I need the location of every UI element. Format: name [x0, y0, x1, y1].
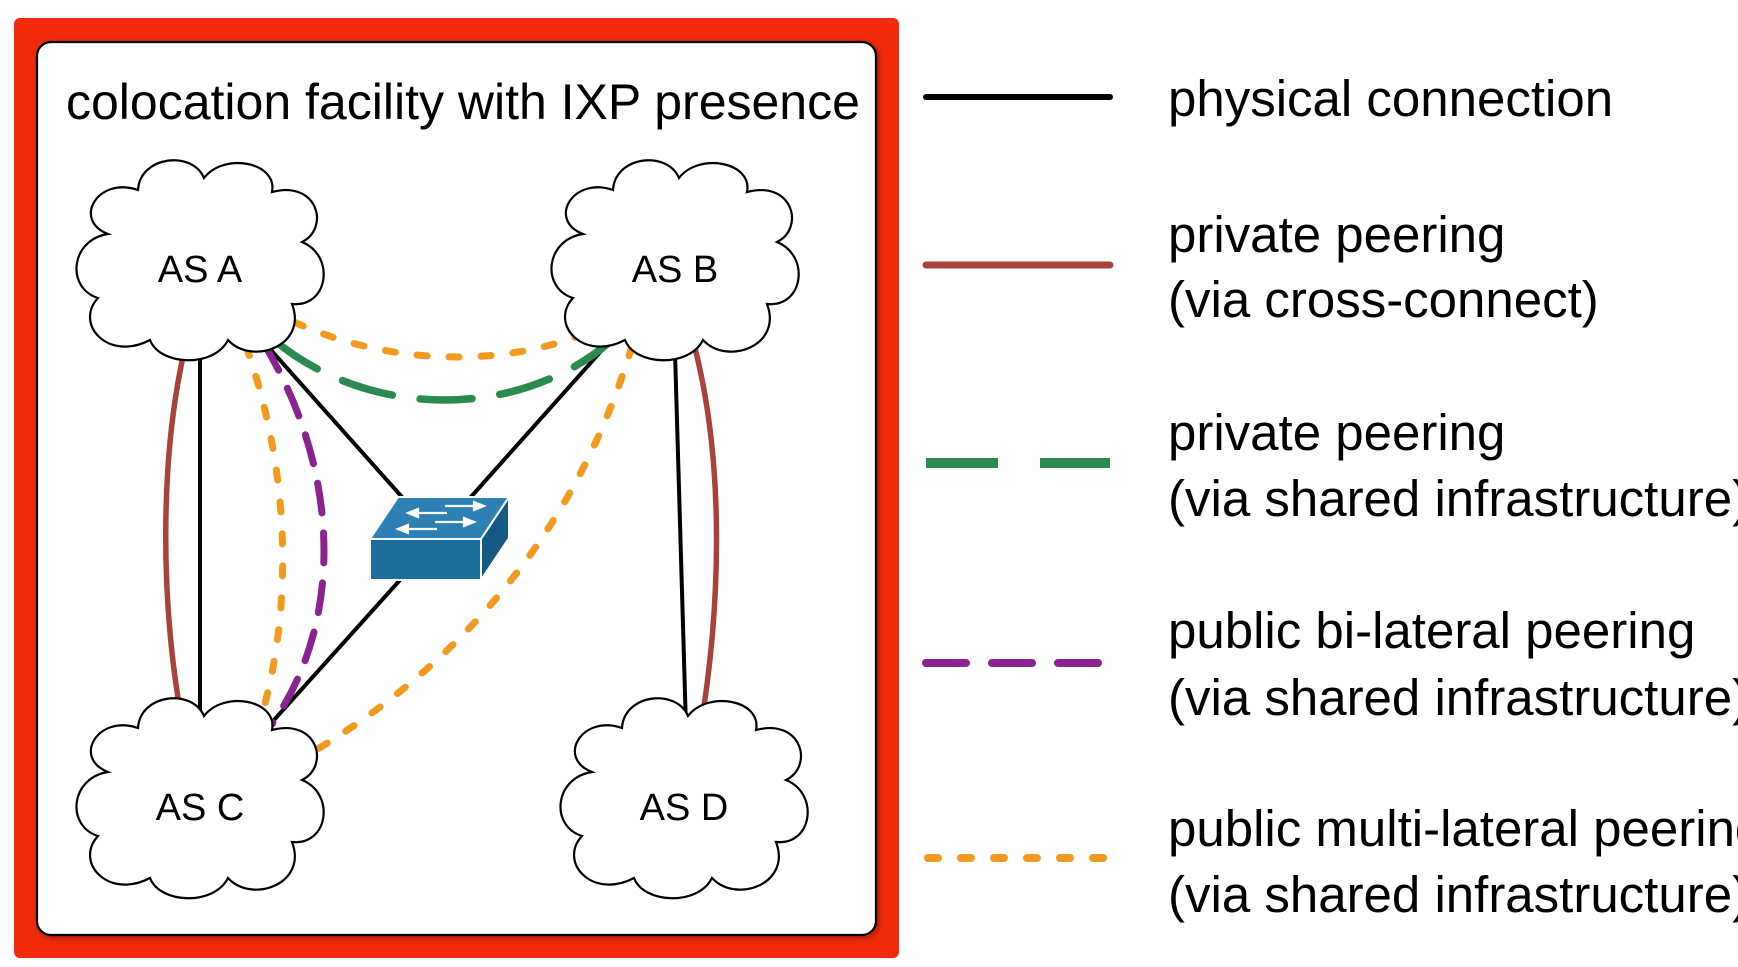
multilateral-b-c	[302, 342, 636, 760]
legend-label-cross-connect: private peering	[1168, 206, 1505, 263]
private-shared-a-b	[270, 336, 616, 404]
multilateral-a-c	[242, 342, 287, 732]
physical-link-b-switch	[468, 338, 613, 500]
node-label-as-c: AS C	[156, 787, 245, 829]
cross-connect-a-c	[163, 349, 187, 725]
legend-sublabel-public-multilateral: (via shared infrastructure)	[1168, 866, 1738, 923]
public-bilateral-a-c	[260, 340, 328, 728]
node-as-b: AS B	[550, 159, 800, 362]
legend-label-private-shared: private peering	[1168, 404, 1505, 461]
node-label-as-b: AS B	[632, 249, 719, 291]
legend-label-public-bilateral: public bi-lateral peering	[1168, 602, 1695, 659]
node-as-c: AS C	[75, 697, 325, 900]
physical-link-b-d	[673, 351, 688, 729]
physical-link-a-switch	[260, 338, 412, 508]
legend-label-physical: physical connection	[1168, 70, 1613, 127]
node-label-as-a: AS A	[158, 249, 243, 291]
multilateral-links	[242, 318, 636, 760]
cross-connect-links	[163, 341, 720, 735]
node-as-d: AS D	[559, 697, 809, 900]
node-label-as-d: AS D	[640, 787, 729, 829]
legend-sublabel-public-bilateral: (via shared infrastructure)	[1168, 669, 1738, 726]
legend-sublabel-cross-connect: (via cross-connect)	[1168, 271, 1599, 328]
network-switch-icon	[368, 493, 511, 584]
node-as-a: AS A	[75, 159, 325, 362]
multilateral-a-b	[290, 318, 582, 361]
legend: physical connection private peering (via…	[922, 70, 1738, 923]
cross-connect-b-d	[691, 341, 720, 735]
legend-label-public-multilateral: public multi-lateral peering	[1168, 800, 1738, 857]
facility-title: colocation facility with IXP presence	[66, 74, 860, 130]
legend-sublabel-private-shared: (via shared infrastructure)	[1168, 470, 1738, 527]
